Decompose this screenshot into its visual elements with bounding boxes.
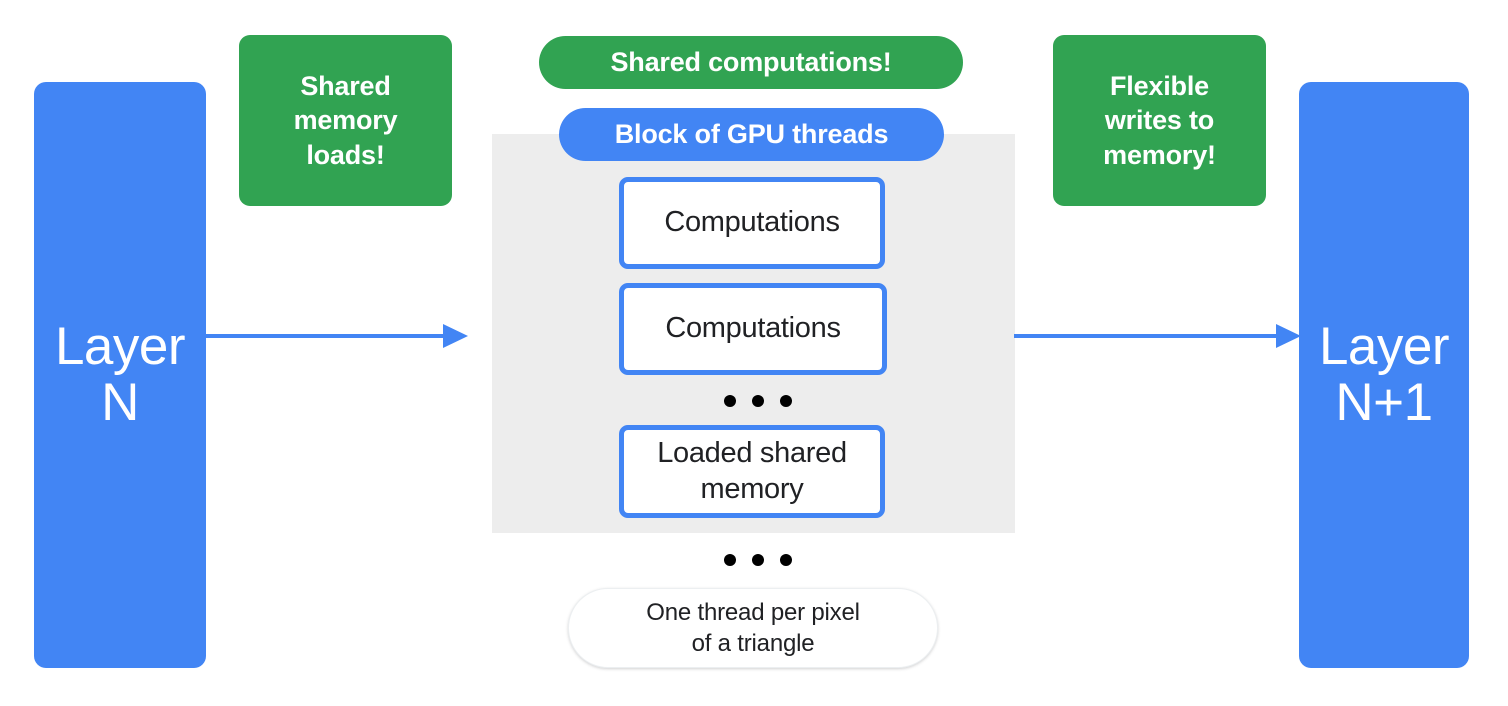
- caption-one-thread-per-pixel: One thread per pixel of a triangle: [568, 588, 938, 668]
- thread-box-loaded-shared-memory: Loaded shared memory: [619, 425, 885, 518]
- arrow-block-to-layer-n1: [1014, 320, 1301, 357]
- layer-n-plus-1-block: Layer N+1: [1299, 82, 1469, 668]
- ellipsis-dot: [780, 554, 792, 566]
- ellipsis-dot: [724, 554, 736, 566]
- callout-shared-computations: Shared computations!: [539, 36, 963, 89]
- layer-n-block: Layer N: [34, 82, 206, 668]
- ellipsis-below-block: [724, 554, 792, 566]
- ellipsis-dot: [752, 395, 764, 407]
- ellipsis-inside-block: [724, 395, 792, 407]
- ellipsis-dot: [752, 554, 764, 566]
- ellipsis-dot: [724, 395, 736, 407]
- callout-shared-memory-loads: Shared memory loads!: [239, 35, 452, 206]
- thread-box-computations-1: Computations: [619, 177, 885, 269]
- arrow-layer-n-to-block: [203, 320, 468, 357]
- callout-flexible-writes-to-memory: Flexible writes to memory!: [1053, 35, 1266, 206]
- thread-box-computations-2: Computations: [619, 283, 887, 375]
- label-block-of-gpu-threads: Block of GPU threads: [559, 108, 944, 161]
- ellipsis-dot: [780, 395, 792, 407]
